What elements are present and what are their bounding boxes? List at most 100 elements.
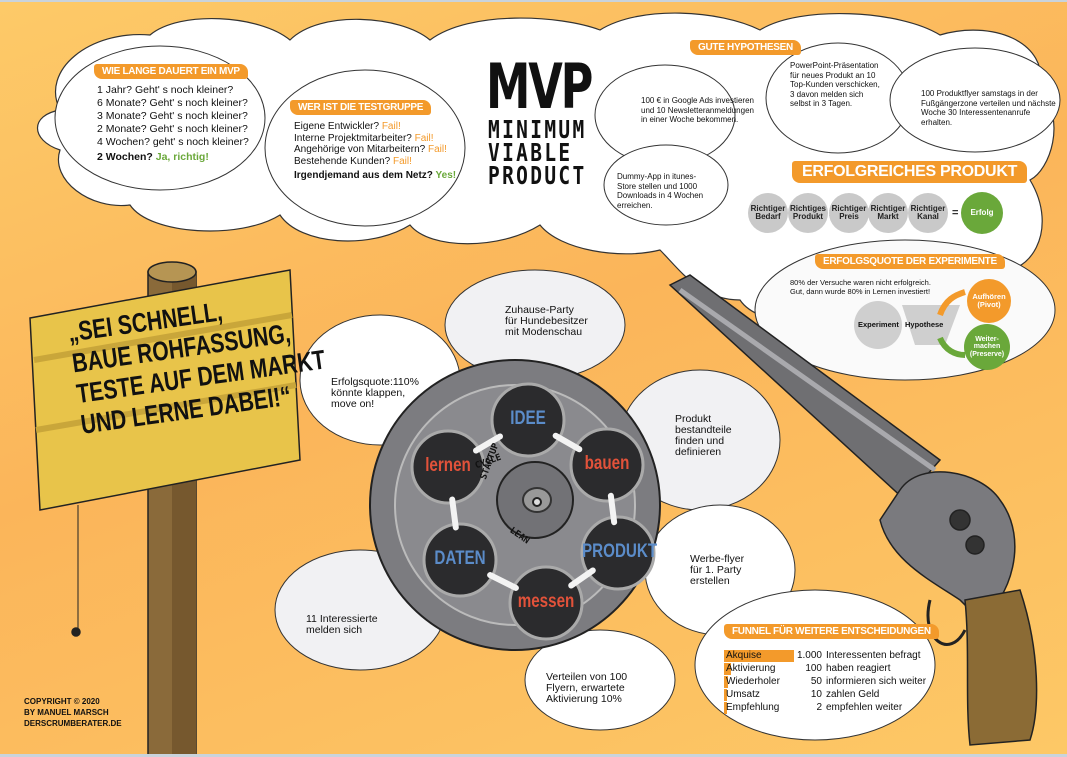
equals-sign: = xyxy=(952,207,959,219)
cylinder-chambers xyxy=(410,382,656,641)
testgroup-item: Interne Projektmitarbeiter? Fail! xyxy=(294,133,456,145)
funnel-bar xyxy=(724,663,731,675)
hypothesis-trapezoid xyxy=(902,305,960,345)
result-circle: Erfolg xyxy=(961,192,1003,234)
funnel-desc: informieren sich weiter xyxy=(826,676,927,687)
testgroup-final-question: Irgendjemand aus dem Netz? xyxy=(294,170,433,181)
annotation-product-parts: Produkt bestandteile finden und definier… xyxy=(675,414,732,458)
testgroup-verdict: Fail! xyxy=(381,121,401,132)
chamber xyxy=(490,382,566,458)
hypotheses-heading: GUTE HYPOTHESEN xyxy=(690,40,801,55)
annotation-line: bestandteile xyxy=(675,424,732,436)
factor-line: Richtiger xyxy=(750,203,786,213)
hypothesis-dummy-app: Dummy-App in itunes-Store stellen und 10… xyxy=(617,172,704,210)
funnel-heading: FUNNEL FÜR WEITERE ENTSCHEIDUNGEN xyxy=(724,624,939,639)
title-mvp: MVP xyxy=(486,50,593,123)
annotation-line: könnte klappen, xyxy=(331,387,406,399)
funnel-count: 1.000 xyxy=(796,650,822,661)
funnel-row: Akquise 1.000 Interessenten befragt xyxy=(724,650,921,662)
testgroup-final: Irgendjemand aus dem Netz? Yes! xyxy=(294,170,456,182)
funnel-count: 2 xyxy=(816,702,822,713)
funnel-count: 100 xyxy=(805,663,822,674)
annotation-line: Erfolgsquote:110% xyxy=(331,376,419,388)
top-border xyxy=(0,0,1067,2)
experiment-circle xyxy=(854,301,902,349)
factor-line: Richtiges xyxy=(789,203,826,213)
funnel-row: Empfehlung 2 empfehlen weiter xyxy=(724,702,914,714)
funnel-desc: empfehlen weiter xyxy=(826,702,903,713)
annotation-line: erstellen xyxy=(690,575,730,587)
annotation-line: Flyern, erwartete xyxy=(546,682,625,694)
funnel-stage: Wiederholer xyxy=(726,676,780,687)
pivot-arrow xyxy=(937,289,966,317)
preserve-label: Weiter- xyxy=(975,335,999,343)
annotation-line: Produkt xyxy=(675,413,712,425)
testgroup-item: Bestehende Kunden? Fail! xyxy=(294,156,456,168)
title-viable: VIABLE xyxy=(488,138,573,167)
cycle-arrow xyxy=(449,496,459,531)
annotation-line: Werbe-flyer xyxy=(690,553,745,565)
chamber-label-idee: IDEE xyxy=(510,408,546,429)
duration-line: 6 Monate? Geht' s noch kleiner? xyxy=(97,97,248,109)
cycle-arrow xyxy=(473,433,503,454)
funnel-stage: Empfehlung xyxy=(726,702,780,713)
funnel-stage: Akquise xyxy=(726,650,762,661)
success-product-heading: ERFOLGREICHES PRODUKT xyxy=(792,161,1028,183)
testgroup-question: Bestehende Kunden? xyxy=(294,155,391,167)
cycle-arrow xyxy=(552,432,583,453)
factor-line: Preis xyxy=(839,212,859,221)
factor-line: Produkt xyxy=(792,212,824,221)
annotation-line: move on! xyxy=(331,398,375,410)
cycle-arrow xyxy=(487,572,519,591)
testgroup-verdict: Fail! xyxy=(427,144,447,155)
testgroup-list: Eigene Entwickler? Fail! Interne Projekt… xyxy=(294,121,456,182)
annotation-distribute: Verteilen von 100 Flyern, erwartete Akti… xyxy=(546,672,627,705)
chamber-label-produkt: PRODUKT xyxy=(582,541,658,562)
factor-line: Richtiger xyxy=(910,203,946,213)
funnel-bar xyxy=(724,676,728,688)
answer-text: Ja, richtig! xyxy=(155,151,209,163)
chamber-label-messen: messen xyxy=(517,591,575,612)
funnel-bar xyxy=(724,689,727,701)
annotation-success-rate: Erfolgsquote:110% könnte klappen, move o… xyxy=(331,377,419,410)
pivot-circle: Aufhören (Pivot) xyxy=(967,279,1011,323)
testgroup-verdict: Fail! xyxy=(392,155,412,167)
annotation-line: Aktivierung 10% xyxy=(546,693,622,705)
hypothesis-google-ads: 100 € in Google Ads investieren und 10 N… xyxy=(641,96,754,124)
revolver xyxy=(668,274,1038,746)
duration-list: 1 Jahr? Geht' s noch kleiner? 6 Monate? … xyxy=(97,84,249,164)
funnel-stage: Umsatz xyxy=(726,689,760,700)
funnel-desc: Interessenten befragt xyxy=(826,650,921,661)
chamber xyxy=(580,515,656,591)
duration-line: 1 Jahr? Geht' s noch kleiner? xyxy=(97,84,234,96)
copyright: COPYRIGHT © 2020 BY MANUEL MARSCH DERSCR… xyxy=(24,696,122,729)
annotation-line: finden und xyxy=(675,435,725,447)
annotation-line: melden sich xyxy=(306,624,363,636)
funnel-bar xyxy=(724,702,727,714)
pivot-sub: (Pivot) xyxy=(977,300,1001,309)
factor-line: Richtiger xyxy=(870,203,906,213)
preserve-label: machen xyxy=(973,343,1001,351)
title-minimum: MINIMUM xyxy=(488,115,587,144)
answer-question: 2 Wochen? xyxy=(97,151,153,163)
annotation-line: für 1. Party xyxy=(690,564,742,576)
testgroup-heading: WER IST DIE TESTGRUPPE xyxy=(290,100,432,115)
testgroup-final-verdict: Yes! xyxy=(435,170,457,181)
factor-line: Richtiger xyxy=(831,203,867,213)
duration-line: 2 Monate? Geht' s noch kleiner? xyxy=(97,123,248,135)
testgroup-question: Interne Projektmitarbeiter? xyxy=(294,132,412,144)
cycle-arrow xyxy=(568,567,596,589)
cycle-arrow xyxy=(607,492,618,526)
testgroup-verdict: Fail! xyxy=(414,132,434,144)
preserve-circle: Weiter- machen (Preserve) xyxy=(964,324,1010,370)
title-product: PRODUCT xyxy=(488,161,587,190)
copyright-line: COPYRIGHT © 2020 xyxy=(24,697,100,706)
funnel-desc: haben reagiert xyxy=(826,663,891,674)
annotation-party: Zuhause-Party für Hundebesitzer mit Mode… xyxy=(505,305,588,338)
duration-line: 3 Monate? Geht' s noch kleiner? xyxy=(97,110,248,122)
